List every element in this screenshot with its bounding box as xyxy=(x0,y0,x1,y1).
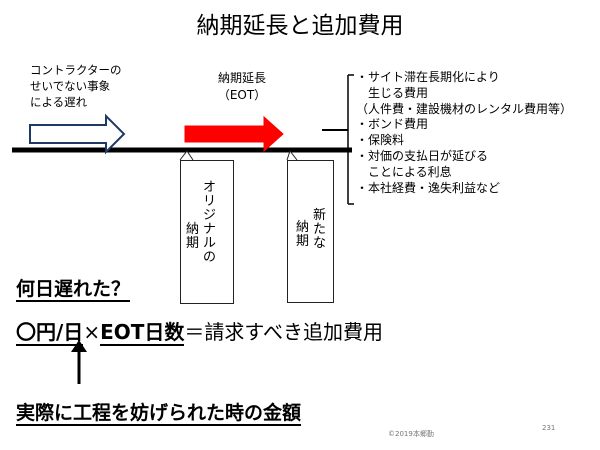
callout-new-due-date: 新たな 納期 xyxy=(287,160,334,303)
cost-list-item: ・対価の支払日が延びる xyxy=(356,148,489,163)
cost-list-item: ことによる利息 xyxy=(356,164,452,179)
callout-new-pointer xyxy=(286,149,298,161)
actual-amount-label: 実際に工程を妨げられた時の金額 xyxy=(16,402,302,426)
cost-list-item: ・本社経費・逸失利益など xyxy=(356,180,501,195)
extension-line: 納期延長 xyxy=(217,71,266,85)
page-title: 納期延長と追加費用 xyxy=(196,13,404,39)
callout-original-due-date: オリジナルの 納期 xyxy=(180,160,234,304)
contractor-delay-line: せいでない事象 xyxy=(30,79,111,93)
cost-list-item: （人件費・建設機材のレンタル費用等） xyxy=(356,101,573,116)
contractor-delay-label: コントラクターの せいでない事象 による遅れ xyxy=(30,62,150,110)
copyright-notice: ©2019本郷勤 xyxy=(388,430,434,438)
delay-question: 何日遅れた？ xyxy=(16,278,131,302)
cost-formula: 〇円/日×EOT日数＝請求すべき追加費用 xyxy=(16,320,383,346)
extension-line: （EOT） xyxy=(217,88,267,102)
cost-list-item: ・サイト滞在長期化により xyxy=(356,70,500,84)
contractor-delay-line: による遅れ xyxy=(30,95,88,109)
extension-label: 納期延長 （EOT） xyxy=(192,70,292,104)
up-arrow-head xyxy=(71,340,87,352)
callout-new-text-line: 新たな xyxy=(312,208,326,251)
formula-result: ＝請求すべき追加費用 xyxy=(184,320,383,344)
formula-days: EOT日数 xyxy=(100,320,185,346)
callout-original-pointer xyxy=(179,150,194,161)
callout-new-text-line: 納期 xyxy=(295,220,309,249)
extension-arrow xyxy=(184,115,284,153)
formula-times: × xyxy=(83,320,101,344)
callout-original-text-line: 納期 xyxy=(185,222,199,251)
cost-list-item: ・保険料 xyxy=(356,133,405,148)
page-number: 231 xyxy=(542,424,556,432)
cost-list-item: 生じる費用 xyxy=(356,85,429,100)
formula-rate: 〇円/日 xyxy=(16,320,84,346)
contractor-delay-line: コントラクターの xyxy=(30,63,122,77)
cost-list-item: ・ボンド費用 xyxy=(356,117,429,132)
delay-arrow xyxy=(29,113,126,155)
callout-original-text-line: オリジナルの xyxy=(202,180,216,265)
additional-cost-list: ・サイト滞在長期化により 生じる費用 （人件費・建設機材のレンタル費用等） ・ボ… xyxy=(356,70,572,196)
